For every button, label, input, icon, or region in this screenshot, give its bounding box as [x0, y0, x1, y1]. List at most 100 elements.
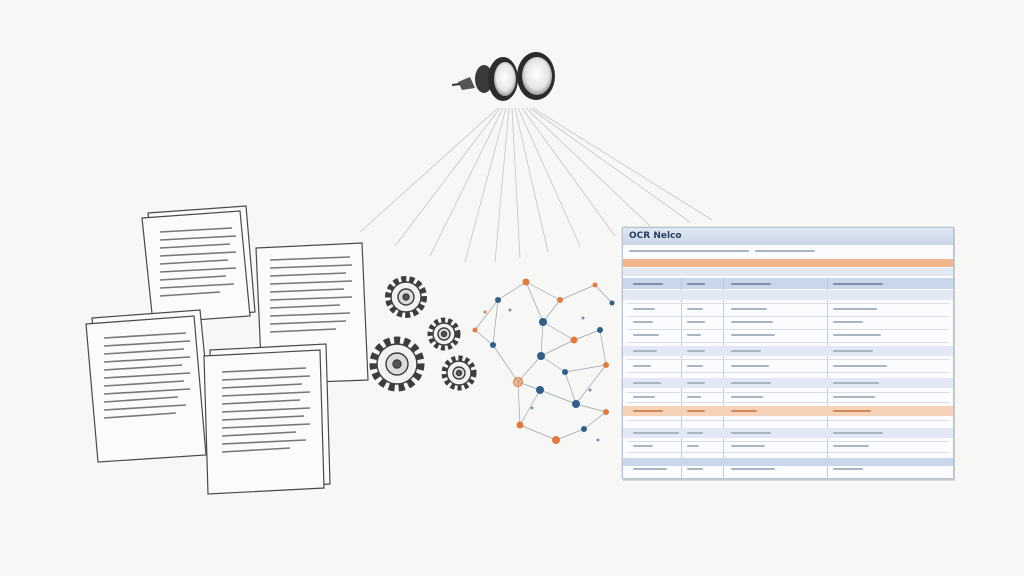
document-page: [141, 205, 256, 324]
table-row: [623, 378, 953, 388]
cell-text: [833, 396, 875, 398]
graph-node: [508, 308, 512, 312]
cell-text: [633, 308, 655, 310]
ocr-results-panel: OCR Nelco: [622, 227, 954, 479]
table-row: [623, 428, 953, 438]
network-graph-icon: [472, 278, 615, 444]
graph-node: [581, 316, 585, 320]
cell-text: [833, 432, 883, 434]
cell-text: [731, 396, 763, 398]
cell-text: [687, 382, 705, 384]
light-rays: [359, 107, 713, 263]
row-divider: [627, 402, 949, 403]
row-divider: [627, 372, 949, 373]
graph-node: [537, 352, 545, 360]
table-row: [623, 346, 953, 356]
graph-node: [603, 409, 609, 415]
row-divider: [627, 441, 949, 442]
cell-text: [833, 283, 883, 285]
document-page: [203, 343, 331, 495]
section-band: [623, 268, 953, 276]
graph-node: [516, 421, 524, 429]
cell-text: [833, 321, 863, 323]
graph-node: [539, 318, 547, 326]
magnifier-icon: [451, 52, 555, 101]
cell-text: [731, 432, 771, 434]
row-divider: [627, 342, 949, 343]
row-divider: [627, 392, 949, 393]
graph-node: [536, 386, 544, 394]
graph-node: [490, 342, 496, 348]
graph-node: [581, 426, 587, 432]
cell-text: [731, 365, 769, 367]
graph-node: [596, 438, 600, 442]
row-divider: [627, 329, 949, 330]
graph-node: [592, 282, 598, 288]
cell-text: [633, 468, 667, 470]
cell-text: [731, 410, 757, 412]
cell-text: [633, 410, 663, 412]
graph-node: [472, 327, 478, 333]
cell-text: [633, 334, 659, 336]
cell-text: [633, 350, 657, 352]
cell-text: [687, 468, 703, 470]
cell-text: [633, 365, 651, 367]
highlight-band: [623, 259, 953, 267]
cell-text: [731, 321, 773, 323]
cell-text: [687, 410, 705, 412]
gear-icon: [385, 276, 427, 318]
cell-text: [731, 445, 765, 447]
graph-node: [588, 388, 592, 392]
cell-text: [633, 445, 653, 447]
cell-text: [633, 432, 679, 434]
cell-text: [687, 350, 705, 352]
cell-text: [833, 468, 863, 470]
graph-node: [522, 278, 530, 286]
cell-text: [687, 321, 705, 323]
graph-node: [597, 327, 603, 333]
cell-text: [633, 321, 653, 323]
subtitle-text-line: [629, 250, 749, 252]
gear-icon: [369, 336, 425, 392]
cell-text: [687, 334, 701, 336]
graph-node: [495, 297, 501, 303]
cell-text: [833, 308, 877, 310]
graph-node: [557, 297, 563, 303]
table-row-highlight: [623, 406, 953, 416]
row-divider: [627, 303, 949, 304]
document-stack-icon: [85, 205, 369, 495]
graph-node: [530, 406, 534, 410]
document-page: [85, 309, 215, 463]
cell-text: [731, 382, 771, 384]
panel-title: OCR Nelco: [623, 228, 953, 245]
cell-text: [687, 308, 703, 310]
cell-text: [633, 382, 661, 384]
cell-text: [833, 410, 871, 412]
graph-node: [572, 400, 580, 408]
subtitle-text-line: [755, 250, 815, 252]
row-divider: [627, 316, 949, 317]
graph-node: [483, 310, 487, 314]
row-divider: [627, 359, 949, 360]
row-divider: [627, 452, 949, 453]
cell-text: [833, 350, 873, 352]
cell-text: [731, 308, 767, 310]
row-divider: [627, 420, 949, 421]
graph-node: [570, 336, 578, 344]
table-header: [623, 278, 953, 289]
gear-icon: [427, 317, 461, 351]
cell-text: [833, 382, 879, 384]
cell-text: [687, 445, 699, 447]
gear-cluster: [369, 276, 477, 392]
cell-text: [833, 365, 887, 367]
cell-text: [633, 283, 663, 285]
table-row: [623, 458, 953, 466]
cell-text: [731, 468, 775, 470]
cell-text: [731, 350, 761, 352]
cell-text: [731, 283, 771, 285]
graph-node: [562, 369, 568, 375]
cell-text: [687, 283, 705, 285]
cell-text: [633, 396, 655, 398]
cell-text: [687, 432, 703, 434]
